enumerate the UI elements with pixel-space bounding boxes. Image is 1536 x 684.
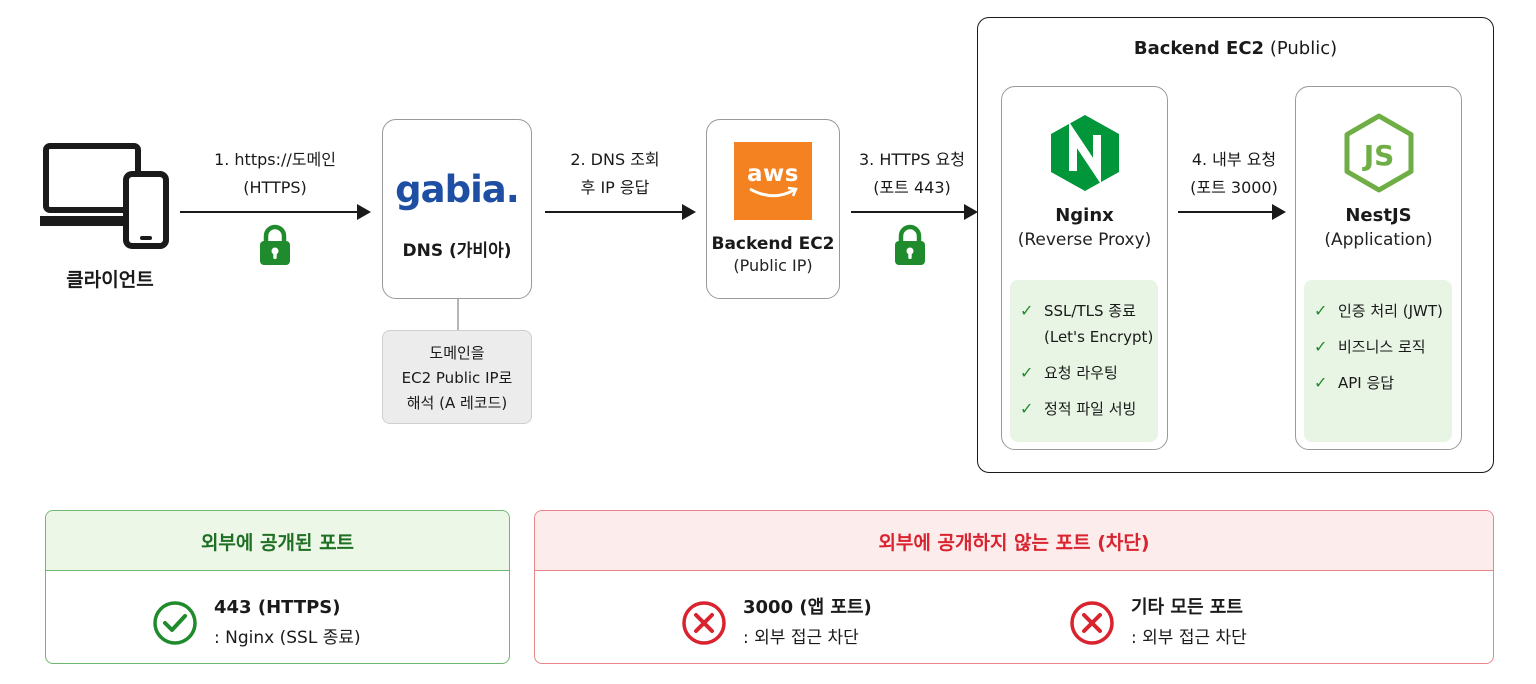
step-1-line2: (HTTPS) (243, 178, 307, 197)
nodejs-logo-icon: JS (1344, 113, 1413, 193)
step-4-arrowhead (1272, 204, 1286, 220)
lock-icon (893, 224, 927, 270)
step-1-line1: 1. https://도메인 (214, 150, 336, 169)
nestjs-feature-text: 비즈니스 로직 (1338, 338, 1426, 356)
x-circle-icon (1070, 601, 1114, 645)
aws-logo-text: aws (747, 161, 799, 187)
step-4-arrow (1178, 211, 1273, 213)
check-icon: ✓ (1020, 363, 1034, 382)
aws-smile-icon (749, 186, 798, 198)
step-1-arrowhead (357, 204, 371, 220)
step-4-line1: 4. 내부 요청 (1191, 150, 1277, 169)
blocked-port-main: 기타 모든 포트 (1131, 597, 1243, 618)
blocked-port-text: 기타 모든 포트 : 외부 접근 차단 (1131, 593, 1247, 653)
nestjs-feature-item: ✓ API 응답 (1314, 370, 1452, 396)
step-1-label: 1. https://도메인 (HTTPS) (180, 146, 370, 202)
nginx-feature-item: ✓ 요청 라우팅 (1020, 360, 1158, 386)
dns-label: DNS (가비아) (402, 241, 512, 261)
exposed-ports-divider (46, 570, 509, 571)
check-icon: ✓ (1020, 399, 1034, 418)
step-2-line2: 후 IP 응답 (580, 178, 650, 197)
blocked-port-item: 기타 모든 포트 : 외부 접근 차단 (1069, 593, 1247, 653)
blocked-port-text: 3000 (앱 포트) : 외부 접근 차단 (743, 593, 872, 653)
blocked-port-sub: : 외부 접근 차단 (1131, 628, 1247, 648)
nginx-subtitle: (Reverse Proxy) (1017, 230, 1152, 250)
nestjs-title: NestJS (1345, 205, 1412, 226)
step-2-label: 2. DNS 조회 후 IP 응답 (545, 146, 685, 202)
nginx-feature-subtext: (Let's Encrypt) (1044, 328, 1154, 346)
nginx-title: Nginx (1055, 205, 1114, 226)
nginx-feature-text: 정적 파일 서빙 (1044, 400, 1137, 418)
blocked-ports-divider (535, 570, 1493, 571)
client-device (40, 140, 170, 250)
check-icon: ✓ (1314, 373, 1328, 392)
dns-connector (457, 299, 459, 330)
check-icon: ✓ (1020, 301, 1034, 320)
nginx-logo-icon (1050, 115, 1119, 191)
nestjs-feature-item: ✓ 비즈니스 로직 (1314, 334, 1452, 360)
nginx-feature-text: 요청 라우팅 (1044, 364, 1118, 382)
exposed-port-sub: : Nginx (SSL 종료) (214, 628, 361, 648)
blocked-port-main: 3000 (앱 포트) (743, 597, 872, 618)
nestjs-subtitle: (Application) (1324, 230, 1433, 250)
blocked-ports-panel: 외부에 공개하지 않는 포트 (차단) 3000 (앱 포트) : 외부 접근 … (534, 510, 1494, 664)
ec2-ip-title: Backend EC2 (711, 234, 835, 254)
exposed-port-item: 443 (HTTPS) : Nginx (SSL 종료) (152, 593, 361, 653)
ec2-ip-subtitle: (Public IP) (733, 256, 813, 275)
nestjs-feature-item: ✓ 인증 처리 (JWT) (1314, 298, 1452, 324)
step-3-arrow (851, 211, 965, 213)
x-circle-icon (682, 601, 726, 645)
exposed-port-text: 443 (HTTPS) : Nginx (SSL 종료) (214, 593, 361, 653)
ec2-group-title: Backend EC2 (1133, 38, 1265, 59)
exposed-port-main: 443 (HTTPS) (214, 597, 341, 618)
step-4-line2: (포트 3000) (1190, 178, 1278, 197)
ec2-group-subtitle: (Public) (1269, 38, 1338, 59)
blocked-port-sub: : 외부 접근 차단 (743, 628, 859, 648)
dns-note-line1: 도메인을 (429, 344, 485, 362)
step-3-line1: 3. HTTPS 요청 (859, 150, 965, 169)
nestjs-feature-text: API 응답 (1338, 374, 1395, 392)
nginx-feature-text: SSL/TLS 종료 (1044, 302, 1136, 320)
ec2-group: Backend EC2 (Public) (977, 17, 1494, 473)
client-label: 클라이언트 (66, 269, 154, 291)
dns-note-line2: EC2 Public IP로 (401, 369, 513, 387)
step-2-line1: 2. DNS 조회 (570, 150, 660, 169)
check-icon: ✓ (1314, 301, 1328, 320)
ec2-ip-card: aws Backend EC2 (Public IP) (706, 119, 840, 299)
gabia-logo: gabia. (395, 168, 520, 211)
blocked-ports-header-bg (535, 511, 1493, 570)
step-2-arrow (545, 211, 683, 213)
step-3-label: 3. HTTPS 요청 (포트 443) (848, 146, 976, 202)
exposed-ports-panel: 외부에 공개된 포트 443 (HTTPS) : Nginx (SSL 종료) (45, 510, 510, 664)
step-4-label: 4. 내부 요청 (포트 3000) (1172, 146, 1296, 202)
check-circle-icon (153, 601, 197, 645)
nginx-feature-item: ✓ SSL/TLS 종료 (Let's Encrypt) (1020, 298, 1158, 350)
step-2-arrowhead (682, 204, 696, 220)
nginx-features: ✓ SSL/TLS 종료 (Let's Encrypt) ✓ 요청 라우팅 ✓ 정… (1010, 280, 1158, 442)
step-3-arrowhead (964, 204, 978, 220)
step-3-line2: (포트 443) (873, 178, 951, 197)
dns-card: gabia. DNS (가비아) (382, 119, 532, 299)
check-icon: ✓ (1314, 337, 1328, 356)
aws-logo: aws (734, 142, 812, 220)
dns-note-line3: 해석 (A 레코드) (406, 394, 508, 412)
nestjs-features: ✓ 인증 처리 (JWT) ✓ 비즈니스 로직 ✓ API 응답 (1304, 280, 1452, 442)
nodejs-logo-text: JS (1361, 139, 1394, 172)
blocked-ports-title: 외부에 공개하지 않는 포트 (차단) (878, 532, 1150, 554)
laptop-phone-icon (40, 143, 169, 249)
nginx-feature-item: ✓ 정적 파일 서빙 (1020, 396, 1158, 422)
blocked-port-item: 3000 (앱 포트) : 외부 접근 차단 (681, 593, 872, 653)
exposed-ports-header-bg (46, 511, 509, 570)
exposed-ports-title: 외부에 공개된 포트 (200, 532, 355, 554)
step-1-arrow (180, 211, 358, 213)
nestjs-feature-text: 인증 처리 (JWT) (1338, 302, 1443, 320)
lock-icon (258, 224, 292, 270)
dns-note: 도메인을 EC2 Public IP로 해석 (A 레코드) (382, 330, 532, 424)
ec2-group-header: Backend EC2 (Public) (978, 38, 1493, 59)
